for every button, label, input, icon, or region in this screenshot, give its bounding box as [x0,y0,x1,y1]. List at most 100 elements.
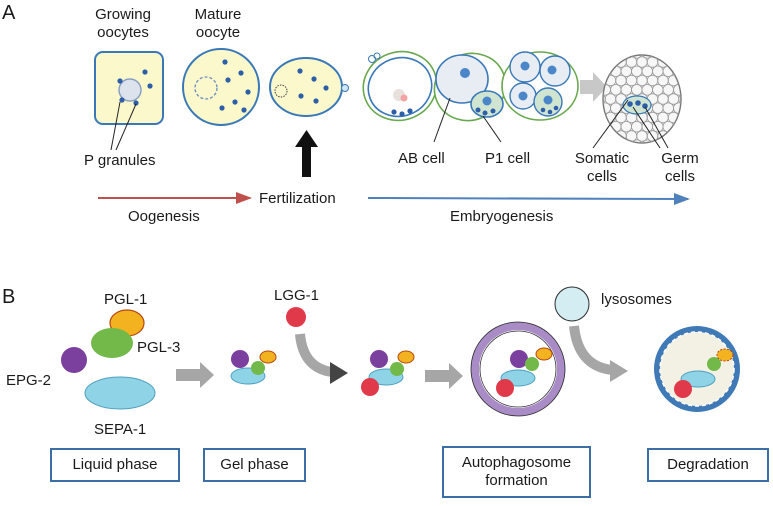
one-cell-embryo [362,50,438,122]
p-granule-pointer [115,103,137,151]
embryo-cell [689,94,700,105]
gel-phase-cluster [230,350,277,385]
embryo-cell [584,131,595,142]
p1-cell-pointer [482,115,502,143]
lysosomes-label: lysosomes [601,291,672,308]
embryo-cell [689,131,700,142]
sepa1-label: SEPA-1 [94,421,147,438]
embryo-cell [678,74,681,87]
growing-oocytes-label: Growing oocytes [95,6,151,41]
embryo-cell [603,55,612,59]
embryo-cell [695,121,706,132]
embryo-cell [689,112,700,123]
somatic-cells-pointer [592,99,629,149]
embryo-cell [590,48,601,59]
stage-degradation: Degradation [647,448,769,482]
embryo-cell [610,139,622,143]
embryo-cell [603,139,612,143]
transition-arrow [176,362,214,388]
pgl1-label: PGL-1 [104,291,148,308]
lgg1-bound-cluster [361,350,415,396]
lysosome-curved-arrow [569,325,628,382]
stage-autophagosome-formation-label: Autophagosome formation [461,454,572,489]
stage-liquid-phase-label: Liquid phase [72,456,158,473]
embryo-cell [695,140,706,151]
embryo-cell [673,55,681,59]
embryo-cell [673,139,681,143]
four-cell-embryo [501,51,579,121]
embryo-cell [695,103,706,114]
embryo-cell [673,84,681,96]
transition-arrow [425,363,463,389]
embryo-cell [667,130,680,142]
panel-a-label: A [2,2,16,24]
embryo-cell [695,85,706,96]
fertilization-label: Fertilization [259,190,336,207]
embryo-cell [695,66,706,77]
embryogenesis-arrow [367,192,690,205]
embryo-cell [641,139,654,143]
stage-gel-phase: Gel phase [203,448,306,482]
embryo-cell [631,139,643,143]
p-granule-pointer [110,101,121,151]
embryo-cell [604,56,617,68]
embryo-cell [604,130,617,142]
embryo-cell [684,121,695,132]
ab-cell-label: AB cell [398,150,445,167]
embryo-cell [603,130,606,142]
epg2-label: EPG-2 [6,372,52,389]
oogenesis-label: Oogenesis [128,208,200,225]
embryo-cell [678,130,681,142]
embryo-cell [673,102,681,114]
embryo-cell [631,55,643,59]
embryo-cell [695,48,706,59]
embryo-cell [584,112,595,123]
germ-cells-pointer [632,106,661,149]
p1-cell-label: P1 cell [485,150,531,167]
growing-oocyte-cell [94,51,164,125]
stage-gel-phase-label: Gel phase [220,456,289,473]
embryo-cell [584,57,595,68]
embryo-cell [684,85,695,96]
embryo-cell [662,55,675,59]
embryo-cell [684,66,695,77]
germ-cells-label: Germ cells [661,150,699,185]
embryo-cell [689,57,700,68]
autolysosome [654,326,740,412]
embryo-cell [684,103,695,114]
stage-autophagosome-formation: Autophagosome formation [442,446,591,498]
embryogenesis-label: Embryogenesis [450,208,554,225]
fertilized-egg [269,57,349,117]
embryo-cell [684,48,695,59]
embryo-cell [603,56,606,68]
mature-oocyte-label: Mature oocyte [194,6,242,41]
p-granules-label: P granules [84,152,156,169]
lgg1-curved-arrow [295,333,348,384]
embryo-cell [641,55,654,59]
lgg1-protein [286,307,306,327]
embryo-cell [678,111,681,124]
somatic-cells-label: Somatic cells [574,150,630,185]
development-arrow [580,72,607,102]
mature-oocyte-cell [182,48,260,126]
stage-liquid-phase: Liquid phase [50,448,180,482]
embryo-cell [590,103,601,114]
stage-degradation-label: Degradation [667,456,749,473]
autophagosome [470,321,566,417]
embryo-cell [689,75,700,86]
two-cell-embryo [433,52,507,122]
panel-b-label: B [2,286,16,308]
pgl3-label: PGL-3 [137,339,181,356]
embryo-cell [603,111,606,124]
embryo-cell [590,121,601,132]
embryo-cell [684,140,695,151]
lgg1-label: LGG-1 [274,287,320,304]
germ-cells-pointer [644,106,669,149]
embryo-cell [678,56,681,68]
lysosome [554,286,590,322]
liquid-phase-proteins [61,309,156,410]
embryo-cell [610,55,622,59]
embryo-cell [678,93,681,105]
ab-cell-pointer [433,97,451,143]
